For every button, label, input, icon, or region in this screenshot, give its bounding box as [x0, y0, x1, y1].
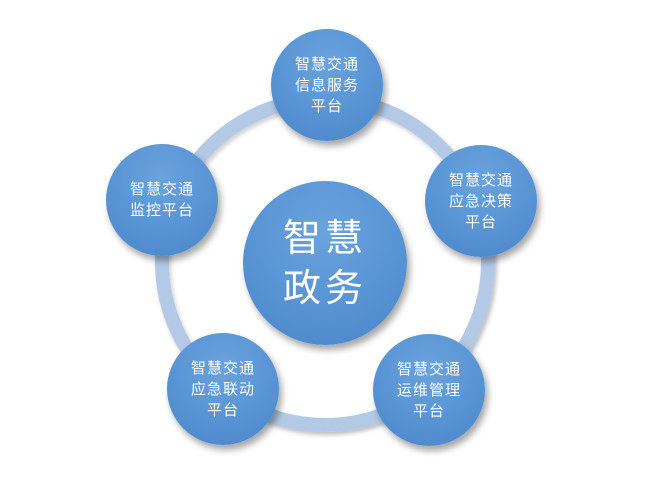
node-label-line: 平台: [412, 401, 445, 420]
node-emergency-linkage-platform: 智慧交通 应急联动 平台: [167, 333, 279, 445]
node-info-service-platform: 智慧交通 信息服务 平台: [271, 29, 383, 141]
node-label-line: 信息服务: [294, 75, 359, 94]
center-label-line-1: 智慧: [282, 216, 367, 260]
node-label-line: 平台: [310, 96, 343, 115]
node-label-line: 智慧交通: [396, 359, 461, 378]
node-label-line: 智慧交通: [294, 54, 359, 73]
node-label-line: 平台: [464, 212, 497, 231]
node-label-line: 智慧交通: [129, 180, 194, 198]
center-label-line-2: 政务: [282, 266, 367, 310]
node-label-line: 监控平台: [129, 201, 194, 219]
node-label-line: 智慧交通: [448, 170, 513, 189]
node-operations-management-platform: 智慧交通 运维管理 平台: [373, 334, 485, 446]
node-label-line: 平台: [206, 400, 239, 419]
node-monitoring-platform: 智慧交通 监控平台: [106, 144, 218, 256]
node-label-line: 运维管理: [396, 380, 461, 399]
node-label-line: 智慧交通: [190, 358, 255, 377]
center-node-smart-government: 智慧 政务: [243, 181, 407, 345]
node-emergency-decision-platform: 智慧交通 应急决策 平台: [425, 145, 537, 257]
node-label-line: 应急联动: [190, 379, 255, 398]
node-label-line: 应急决策: [448, 191, 513, 210]
